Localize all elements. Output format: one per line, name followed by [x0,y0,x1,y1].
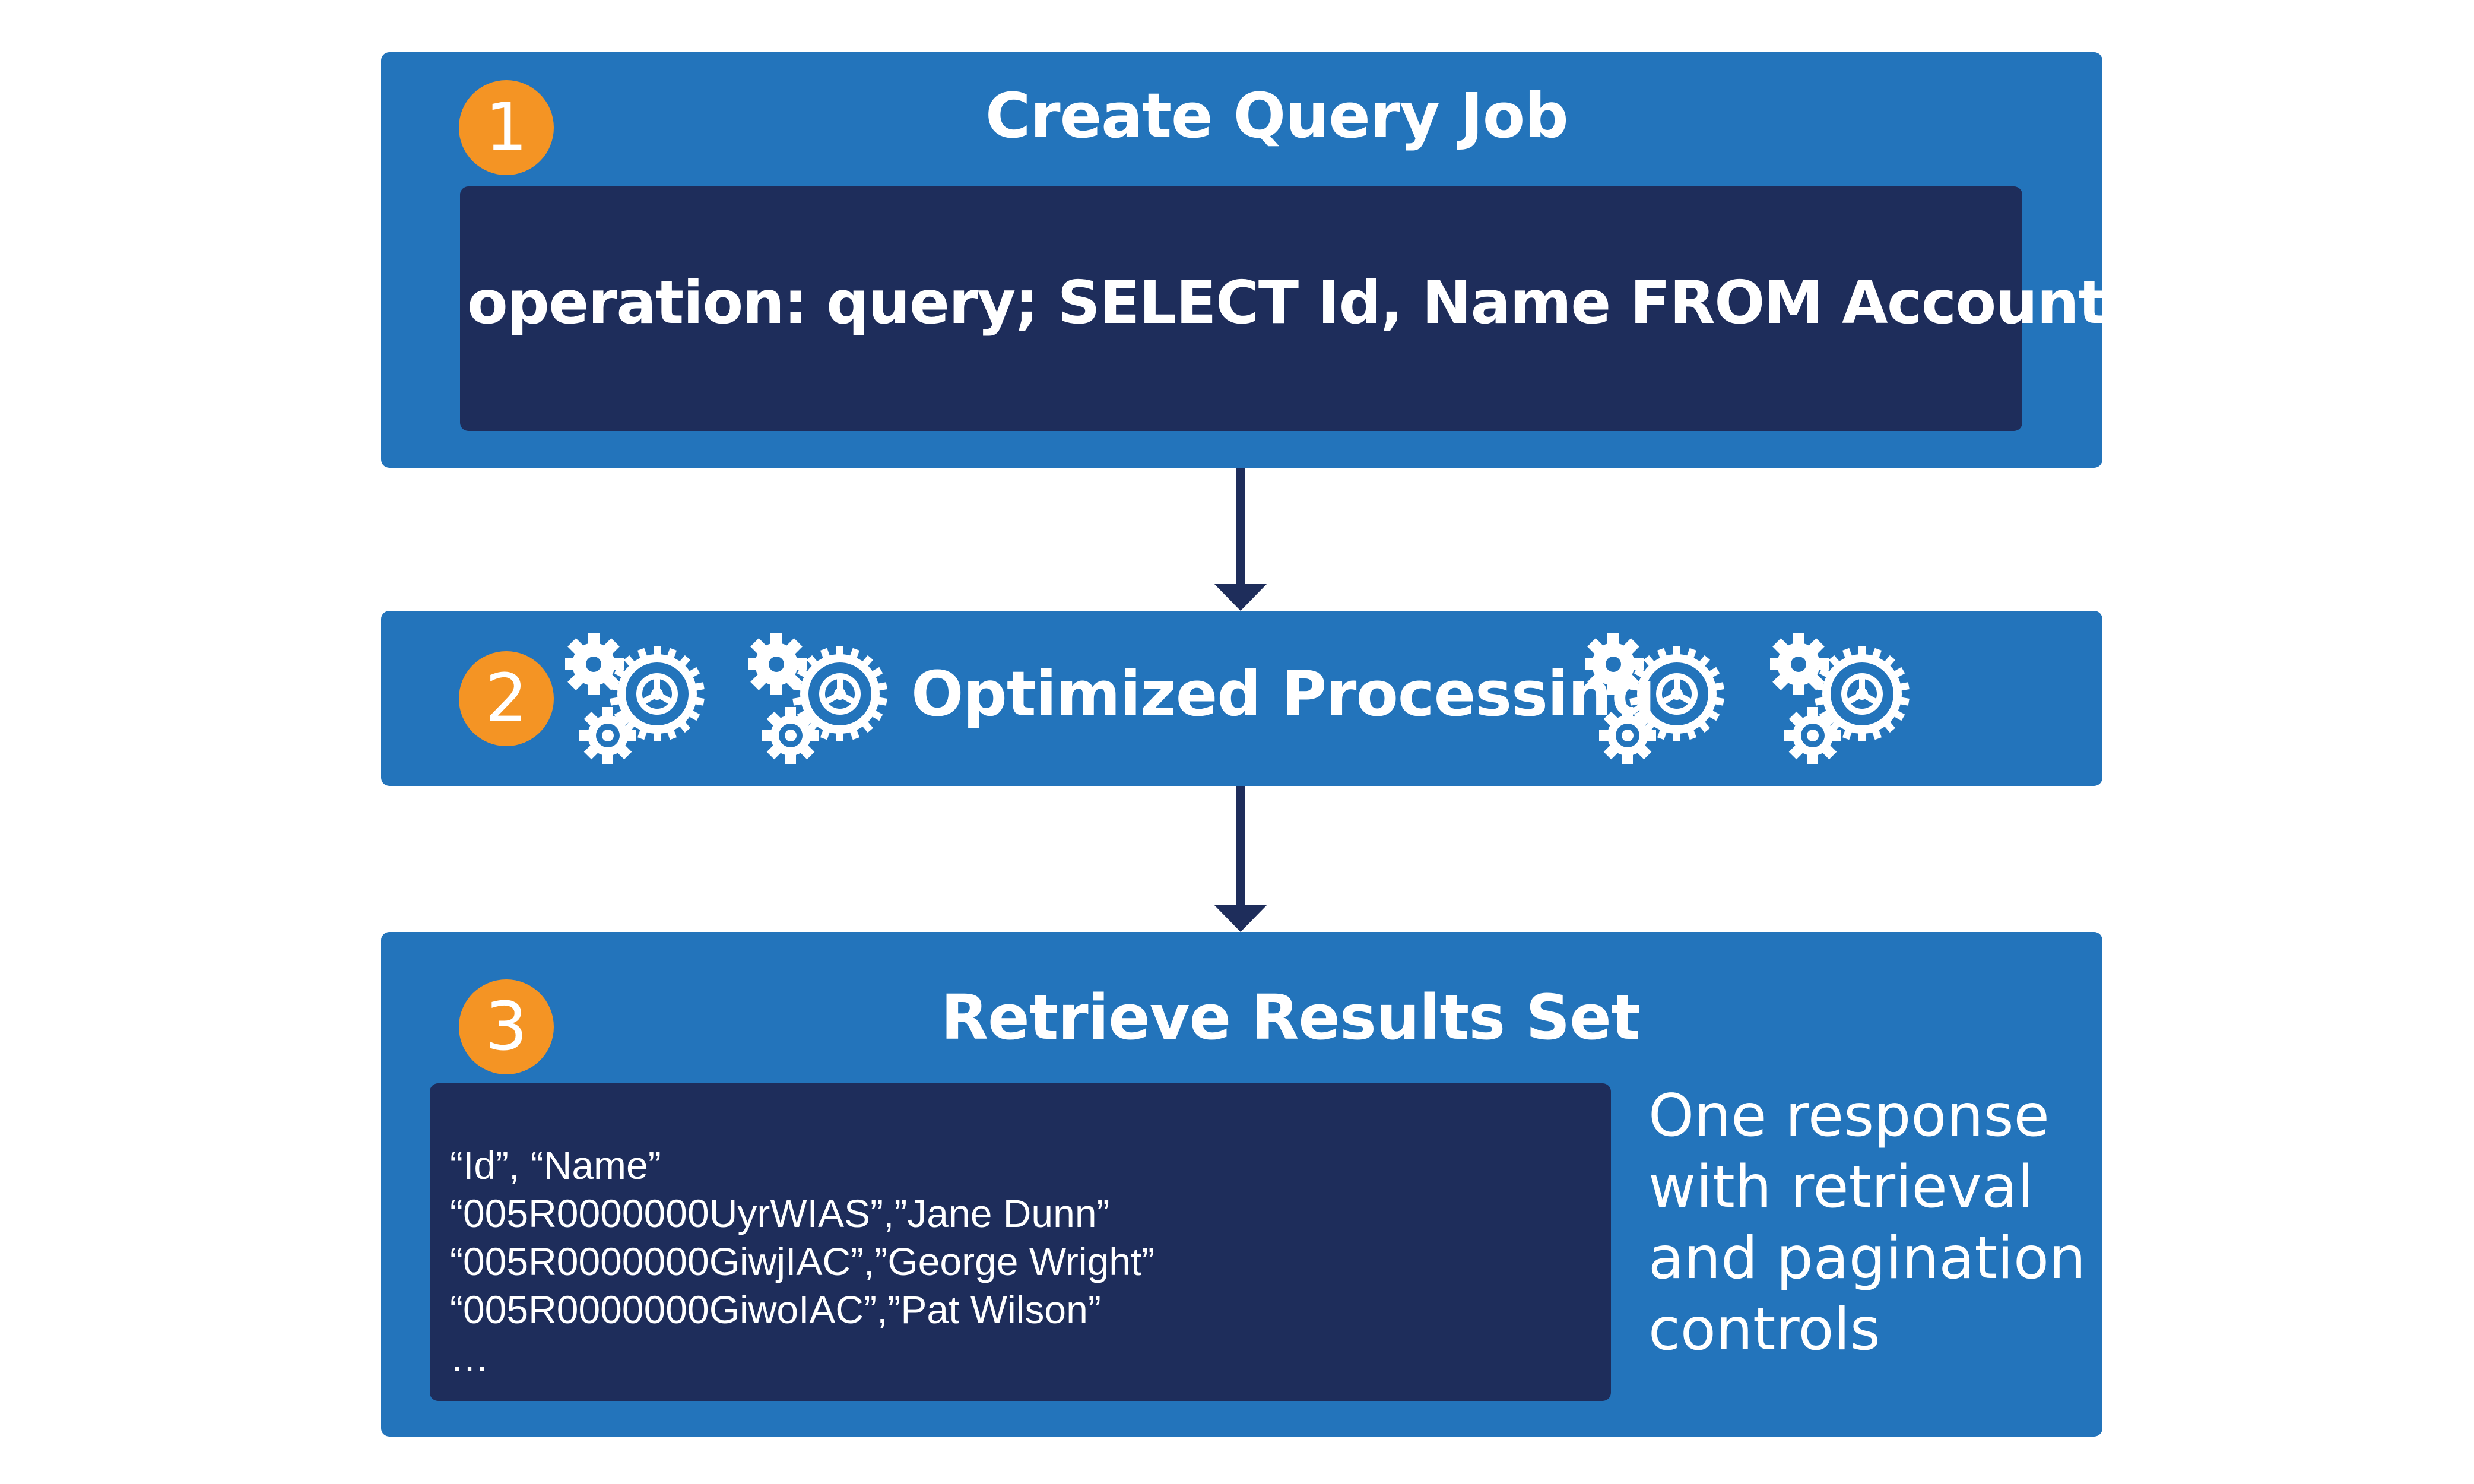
results-code-box: “Id”, “Name” “005R0000000UyrWIAS”,”Jane … [430,1083,1611,1401]
response-note: One response with retrieval and paginati… [1648,1082,2086,1363]
query-code-box: operation: query; SELECT Id, Name FROM A… [460,186,2107,431]
results-line: “005R0000000UyrWIAS”,”Jane Dunn” [450,1191,1110,1235]
step-3-panel: 3 Retrieve Results Set “Id”, “Name” “005… [381,932,2102,1437]
step-3-title: Retrieve Results Set [941,981,1641,1054]
step-1-badge: 1 [459,80,554,175]
results-line: “Id”, “Name” [450,1143,661,1187]
gears-icon [748,630,890,772]
results-line: “005R0000000GiwjIAC”,”George Wright” [450,1239,1155,1283]
results-list: “Id”, “Name” “005R0000000UyrWIAS”,”Jane … [450,1141,1154,1382]
step-3-badge: 3 [459,979,554,1074]
gears-icon [1585,630,1727,772]
step-2-badge: 2 [459,651,554,746]
arrow-down-icon [1214,468,1267,611]
step-1-title: Create Query Job [985,80,1569,152]
step-1-panel: 1 Create Query Job operation: query; SEL… [381,52,2107,468]
results-line: … [450,1336,489,1380]
arrow-down-icon [1214,786,1267,932]
step-2-panel: 2 Optimized Processing [381,611,2102,786]
query-text: operation: query; SELECT Id, Name FROM A… [467,268,2107,337]
step-2-title: Optimized Processing [911,658,1655,730]
gears-icon [1770,630,1912,772]
gears-icon [565,630,708,772]
results-line: “005R0000000GiwoIAC”,”Pat Wilson” [450,1288,1101,1331]
